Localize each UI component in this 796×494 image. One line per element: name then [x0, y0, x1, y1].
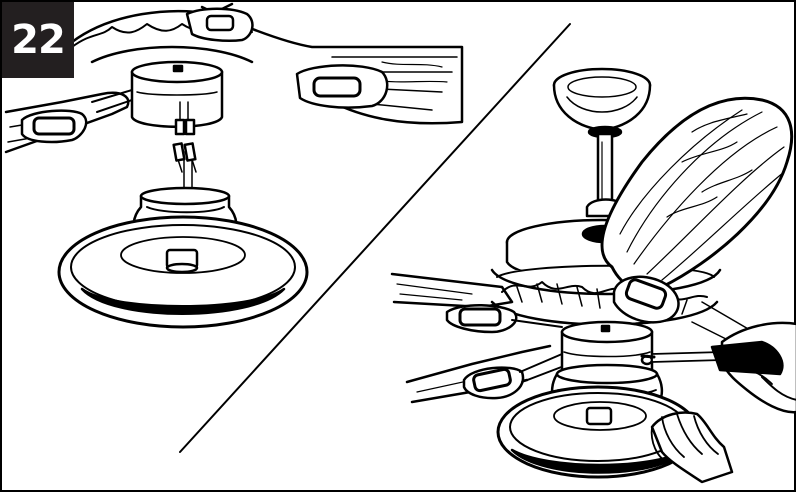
step-number-badge: 22: [2, 2, 74, 78]
right-panel-side-blades: [390, 272, 783, 404]
left-panel-light-kit: [57, 186, 309, 329]
step-number: 22: [11, 17, 66, 63]
panel-divider: [179, 23, 571, 453]
right-panel-canopy-downrod: [552, 67, 652, 218]
right-panel-light-kit: [496, 320, 700, 479]
right-panel-fan-blade: [600, 96, 794, 324]
hands-icon: [640, 321, 796, 484]
left-panel-fan-motor: [4, 2, 464, 188]
